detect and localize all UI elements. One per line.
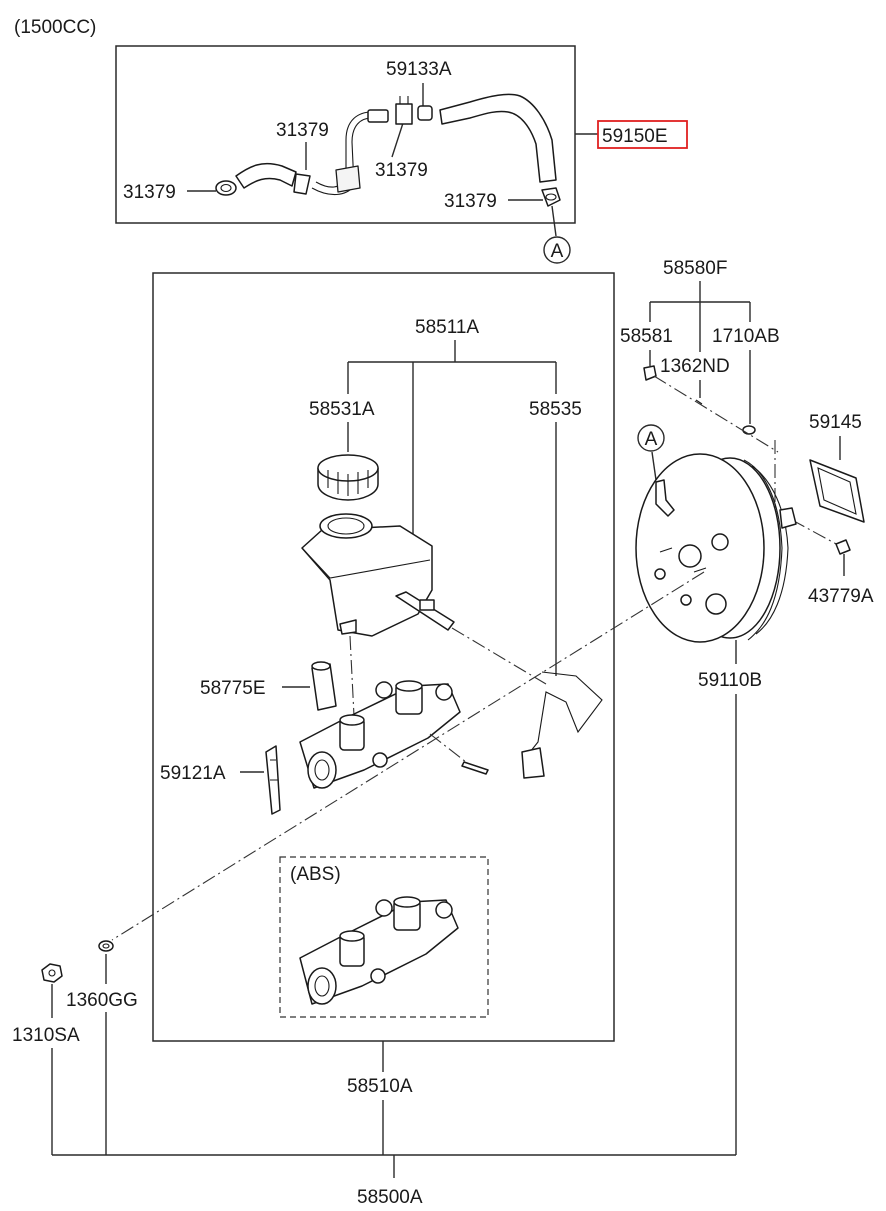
part-label-58510A[interactable]: 58510A <box>347 1076 413 1097</box>
abs-variant-label: (ABS) <box>290 864 341 885</box>
part-label-43779A[interactable]: 43779A <box>808 586 874 607</box>
sensor-dash-line <box>451 627 547 685</box>
part-label-58535[interactable]: 58535 <box>529 399 582 420</box>
clevis-dash-line <box>791 519 841 547</box>
leader-marker-a-booster <box>651 451 657 481</box>
bolt-dash-line <box>429 733 467 763</box>
booster-dash-line-upper <box>653 375 779 453</box>
part-label-58775E[interactable]: 58775E <box>200 678 266 699</box>
clevis-pin-drawing <box>835 539 851 555</box>
part-label-1710AB[interactable]: 1710AB <box>712 326 780 347</box>
brake-fluid-reservoir-drawing <box>301 513 433 637</box>
abs-master-cylinder-drawing <box>299 896 459 1005</box>
part-label-59121A[interactable]: 59121A <box>160 763 226 784</box>
fitting-dash-line <box>349 635 355 717</box>
part-label-58511A[interactable]: 58511A <box>415 317 479 338</box>
marker-a-top <box>543 236 571 264</box>
part-label-31379-clip-left[interactable]: 31379 <box>123 182 176 203</box>
part-label-58580F[interactable]: 58580F <box>663 258 727 279</box>
part-label-59133A[interactable]: 59133A <box>386 59 452 80</box>
bracket-drawing <box>265 745 281 815</box>
leader-31379-b <box>391 119 405 158</box>
part-label-31379-clip-right[interactable]: 31379 <box>444 191 497 212</box>
level-sensor-drawing <box>395 591 603 779</box>
marker-a-booster-label: A <box>645 429 658 450</box>
reservoir-cap-drawing <box>317 454 379 501</box>
master-cylinder-drawing <box>299 680 489 789</box>
vacuum-hose-drawing <box>215 93 561 207</box>
brake-booster-drawing <box>635 453 797 643</box>
highlight-59150E <box>597 120 688 149</box>
fitting-drawing <box>311 661 337 711</box>
part-label-31379-clip-upper[interactable]: 31379 <box>276 120 329 141</box>
part-label-58581[interactable]: 58581 <box>620 326 673 347</box>
leader-marker-a-top <box>551 205 557 237</box>
hose-assembly-box <box>115 45 576 224</box>
part-label-1310SA[interactable]: 1310SA <box>12 1025 80 1046</box>
part-label-58500A[interactable]: 58500A <box>357 1187 423 1208</box>
part-label-58531A[interactable]: 58531A <box>309 399 375 420</box>
part-label-59145[interactable]: 59145 <box>809 412 862 433</box>
gasket-drawing <box>809 459 865 523</box>
part-label-59150E[interactable]: 59150E <box>602 126 668 147</box>
abs-variant-box <box>279 856 489 1018</box>
washer-nut-drawing <box>41 940 114 983</box>
booster-stud-dash-line <box>111 571 705 941</box>
marker-a-booster <box>637 424 665 452</box>
part-label-1360GG[interactable]: 1360GG <box>66 990 138 1011</box>
marker-a-top-label: A <box>551 241 564 262</box>
engine-spec-label: (1500CC) <box>14 17 96 38</box>
part-label-59110B[interactable]: 59110B <box>698 670 762 691</box>
part-label-31379-clip-middle[interactable]: 31379 <box>375 160 428 181</box>
part-label-1362ND[interactable]: 1362ND <box>660 356 730 377</box>
